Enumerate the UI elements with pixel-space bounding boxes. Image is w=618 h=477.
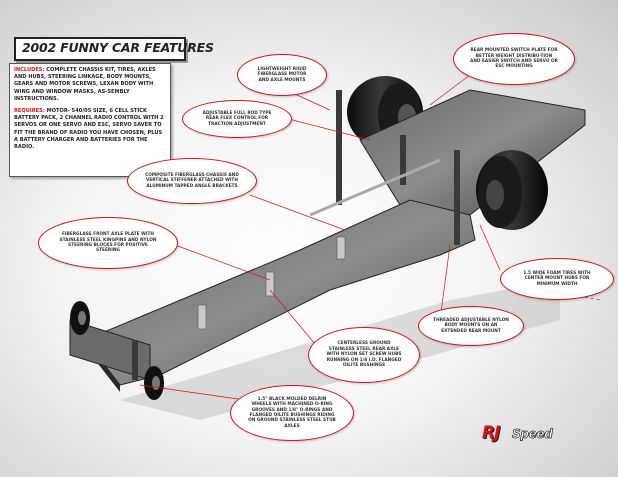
callout-foam-tires: 1.5 WIDE FOAM TIRES WITH CENTER MOUNT HU… bbox=[500, 258, 614, 300]
callout-front-axle-plate: FIBERGLASS FRONT AXLE PLATE WITH STAINLE… bbox=[38, 217, 178, 269]
angle-brackets bbox=[197, 236, 346, 330]
callout-adjustable-body-mounts: THREADED ADJUSTABLE NYLON BODY MOUNTS ON… bbox=[418, 306, 524, 346]
page-title-box: 2002 FUNNY CAR FEATURES bbox=[14, 37, 214, 61]
callout-text: COMPOSITE FIBERGLASS CHASSIS AND VERTICA… bbox=[145, 172, 239, 189]
body-mount-posts bbox=[132, 90, 460, 380]
callout-text: 1.5 WIDE FOAM TIRES WITH CENTER MOUNT HU… bbox=[523, 270, 591, 287]
callout-motor-mount: LIGHTWEIGHT RIGID FIBERGLASS MOTOR AND A… bbox=[237, 54, 327, 96]
includes-text: COMPLETE CHASSIS KIT, TIRES, AXLES AND H… bbox=[14, 67, 156, 102]
callout-text: THREADED ADJUSTABLE NYLON BODY MOUNTS ON… bbox=[433, 317, 509, 334]
rear-tire-near bbox=[476, 150, 548, 230]
includes-label: INCLUDES: bbox=[14, 67, 45, 73]
requires-text: MOTOR- 540/05 SIZE, 6 CELL STICK BATTERY… bbox=[14, 108, 164, 151]
callout-rear-axle: CENTERLESS GROUND STAINLESS STEEL REAR A… bbox=[308, 327, 420, 383]
callout-text: REAR MOUNTED SWITCH PLATE FOR BETTER WEI… bbox=[470, 48, 558, 70]
callout-rear-switch-plate: REAR MOUNTED SWITCH PLATE FOR BETTER WEI… bbox=[453, 33, 575, 85]
callout-text: CENTERLESS GROUND STAINLESS STEEL REAR A… bbox=[326, 341, 402, 369]
rj-speed-logo: RJ Speed bbox=[478, 421, 594, 447]
front-wheel-left bbox=[70, 301, 90, 335]
callout-front-wheels: 1.5" BLACK MOLDED DELRIN WHEELS WITH MAC… bbox=[230, 385, 354, 441]
callout-composite-chassis: COMPOSITE FIBERGLASS CHASSIS AND VERTICA… bbox=[127, 158, 257, 204]
requires-label: REQUIRES: bbox=[14, 108, 45, 115]
callout-text: FIBERGLASS FRONT AXLE PLATE WITH STAINLE… bbox=[59, 232, 157, 254]
logo-rj: RJ bbox=[482, 423, 500, 443]
logo-speed: Speed bbox=[512, 427, 554, 442]
flex-control-rod bbox=[309, 158, 441, 217]
callout-text: ADJUSTABLE FULL ROD TYPE REAR FLEX CONTR… bbox=[202, 110, 272, 127]
chassis-main-plate bbox=[84, 199, 476, 386]
page-title: 2002 FUNNY CAR FEATURES bbox=[22, 40, 214, 55]
front-wheel-right bbox=[144, 366, 164, 400]
callout-flex-control: ADJUSTABLE FULL ROD TYPE REAR FLEX CONTR… bbox=[182, 100, 292, 138]
requires-paragraph: REQUIRES: MOTOR- 540/05 SIZE, 6 CELL STI… bbox=[14, 108, 166, 151]
specs-panel: INCLUDES: COMPLETE CHASSIS KIT, TIRES, A… bbox=[9, 63, 171, 177]
callout-text: 1.5" BLACK MOLDED DELRIN WHEELS WITH MAC… bbox=[248, 396, 336, 429]
callout-text: LIGHTWEIGHT RIGID FIBERGLASS MOTOR AND A… bbox=[257, 66, 307, 83]
includes-paragraph: INCLUDES: COMPLETE CHASSIS KIT, TIRES, A… bbox=[14, 67, 166, 103]
